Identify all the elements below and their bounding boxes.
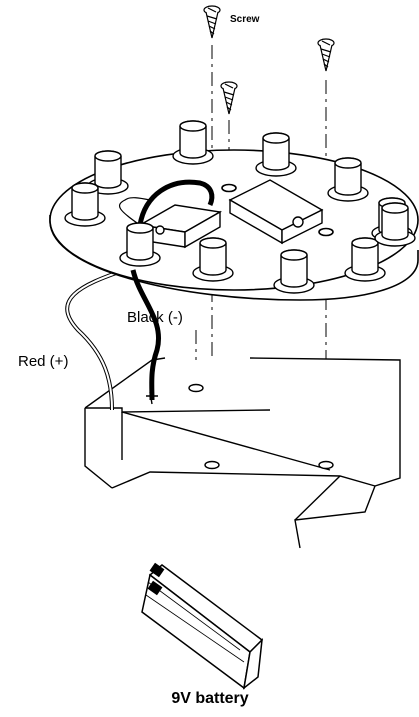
led-post: [273, 249, 315, 294]
battery-label: 9V battery: [171, 690, 248, 707]
battery-terminal-2: [147, 580, 163, 596]
mounting-bracket: [84, 357, 401, 549]
led-post: [119, 222, 161, 267]
red-wire-label: Red (+): [18, 353, 68, 370]
black-wire-label: Black (-): [127, 309, 183, 326]
black-wire-board: [137, 179, 215, 226]
led-post: [374, 202, 416, 247]
led-post: [172, 120, 214, 165]
led-post: [255, 132, 297, 177]
switch-blocks: [137, 179, 324, 249]
led-posts: [64, 120, 416, 294]
led-post: [344, 237, 386, 282]
screws: [203, 5, 335, 115]
led-post: [327, 157, 369, 202]
screw-icon: [220, 81, 238, 115]
led-post: [64, 182, 106, 227]
screw-icon: [203, 5, 221, 39]
battery-terminal-1: [149, 562, 165, 578]
led-post: [192, 237, 234, 282]
screw-icon: [317, 38, 335, 72]
battery-9v: [141, 562, 264, 690]
screw-label: Screw: [230, 14, 260, 25]
black-wire: [130, 269, 161, 401]
